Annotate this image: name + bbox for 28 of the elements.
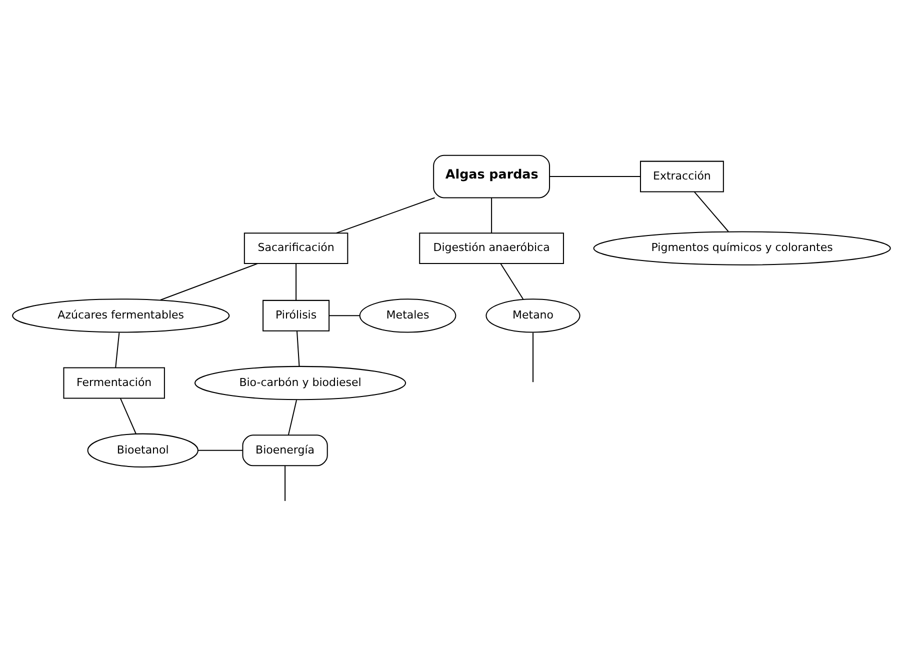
connector bbox=[160, 263, 258, 300]
connector bbox=[491, 198, 492, 233]
node-box: Fermentación bbox=[63, 367, 165, 399]
node-box: Pirólisis bbox=[262, 300, 330, 332]
connector bbox=[694, 192, 729, 232]
connector bbox=[120, 398, 136, 434]
node-ellipse: Pigmentos químicos y colorantes bbox=[593, 231, 891, 266]
node-ellipse: Metano bbox=[486, 298, 580, 333]
node-ellipse: Bio-carbón y biodiesel bbox=[194, 366, 406, 400]
connector bbox=[500, 263, 524, 300]
node-box: Algas pardas bbox=[433, 154, 550, 198]
node-ellipse: Azúcares fermentables bbox=[12, 298, 230, 333]
node-box: Sacarificación bbox=[244, 232, 348, 264]
node-box: Digestión anaeróbica bbox=[419, 232, 564, 264]
connector bbox=[336, 197, 435, 234]
connector bbox=[296, 264, 297, 300]
node-box: Extracción bbox=[640, 160, 724, 192]
node-box: Bioenergía bbox=[242, 434, 328, 466]
connector bbox=[532, 332, 534, 382]
connector bbox=[296, 331, 300, 366]
node-ellipse: Metales bbox=[359, 298, 456, 333]
connector bbox=[550, 176, 640, 178]
node-ellipse: Bioetanol bbox=[87, 433, 198, 468]
connector bbox=[198, 450, 243, 451]
connector bbox=[288, 400, 297, 436]
connector bbox=[284, 466, 286, 501]
connector bbox=[115, 332, 120, 368]
connector bbox=[329, 315, 360, 316]
